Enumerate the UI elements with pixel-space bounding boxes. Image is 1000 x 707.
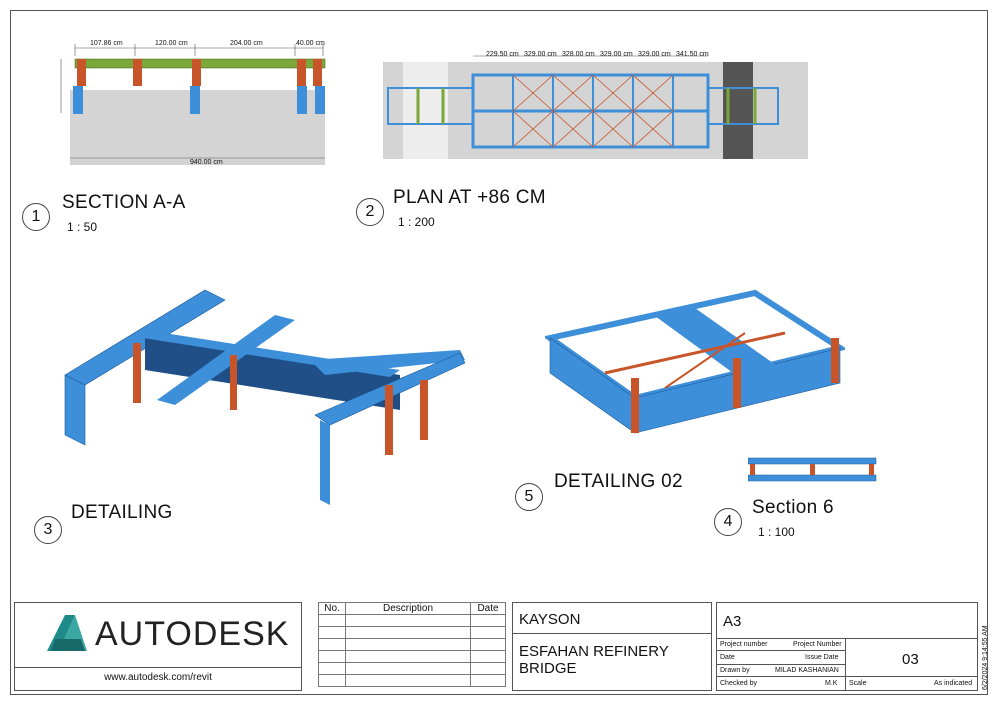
detailing-02-drawing: [545, 289, 845, 434]
issue-date: Issue Date: [805, 654, 839, 661]
section-dim-1: 107.86 cm: [90, 40, 123, 47]
autodesk-logo-icon: [47, 615, 87, 651]
section-dim-2: 120.00 cm: [155, 40, 188, 47]
section-dim-bottom: 940.00 cm: [190, 159, 223, 166]
plan-dim-1: 229.50 cm: [486, 51, 519, 58]
sheet-info-panel: A3 Project number Project Number Date Is…: [716, 602, 978, 691]
sheet-number: 03: [902, 651, 919, 668]
view-5-title: DETAILING 02: [554, 471, 683, 492]
view-2-number: 2: [356, 198, 384, 226]
view-4-title: Section 6: [752, 497, 834, 518]
scale-label: Scale: [849, 680, 867, 687]
plan-dim-3: 328.00 cm: [562, 51, 595, 58]
drawn-by-label: Drawn by: [720, 667, 750, 674]
section-dim-4: 40.00 cm: [296, 40, 325, 47]
view-5-number: 5: [515, 483, 543, 511]
view-1-title: SECTION A-A: [62, 192, 186, 213]
rev-col-description: Description: [345, 602, 471, 615]
plan-dim-4: 329.00 cm: [600, 51, 633, 58]
view-2-scale: 1 : 200: [398, 215, 435, 229]
rev-col-no: No.: [318, 602, 346, 615]
section-dim-3: 204.00 cm: [230, 40, 263, 47]
info-divider-3: [717, 664, 845, 665]
plan-dim-6: 341.50 cm: [676, 51, 709, 58]
view-1-number: 1: [22, 203, 50, 231]
date-label: Date: [720, 654, 735, 661]
section-6-drawing: [748, 457, 877, 482]
detailing-3d-drawing: [64, 289, 466, 505]
view-3-number: 3: [34, 516, 62, 544]
project-number-label: Project number: [720, 641, 768, 648]
website-link[interactable]: www.autodesk.com/revit: [104, 672, 212, 683]
section-a-a-drawing: [60, 44, 326, 165]
info-divider-4: [717, 676, 977, 677]
drawn-by: MILAD KASHANIAN: [775, 667, 839, 674]
print-timestamp: 6/2/2024 9:14:55 AM: [982, 625, 989, 690]
info-divider-1: [717, 638, 977, 639]
plan-dim-2: 329.00 cm: [524, 51, 557, 58]
scale-value: As indicated: [934, 680, 973, 687]
project-name: ESFAHAN REFINERY BRIDGE: [519, 643, 669, 677]
info-divider-v: [845, 638, 846, 690]
autodesk-brand: AUTODESK: [95, 615, 290, 653]
plan-drawing: [383, 55, 808, 159]
project-divider: [513, 633, 711, 634]
project-number: Project Number: [793, 641, 842, 648]
project-panel: KAYSON ESFAHAN REFINERY BRIDGE: [512, 602, 712, 691]
view-1-scale: 1 : 50: [67, 220, 98, 234]
view-4-scale: 1 : 100: [758, 525, 795, 539]
checked-by-label: Checked by: [720, 680, 757, 687]
logo-panel: AUTODESK www.autodesk.com/revit: [14, 602, 302, 691]
checked-by: M.K: [825, 680, 838, 687]
rev-col-date: Date: [470, 602, 506, 615]
view-4-number: 4: [714, 508, 742, 536]
drawing-sheet-border: [10, 10, 988, 695]
logo-divider: [15, 667, 301, 668]
view-2-title: PLAN AT +86 CM: [393, 187, 546, 208]
client-name: KAYSON: [519, 611, 581, 628]
info-divider-2: [717, 650, 845, 651]
plan-dim-5: 329.00 cm: [638, 51, 671, 58]
sheet-size: A3: [723, 613, 742, 630]
view-3-title: DETAILING: [71, 502, 173, 523]
